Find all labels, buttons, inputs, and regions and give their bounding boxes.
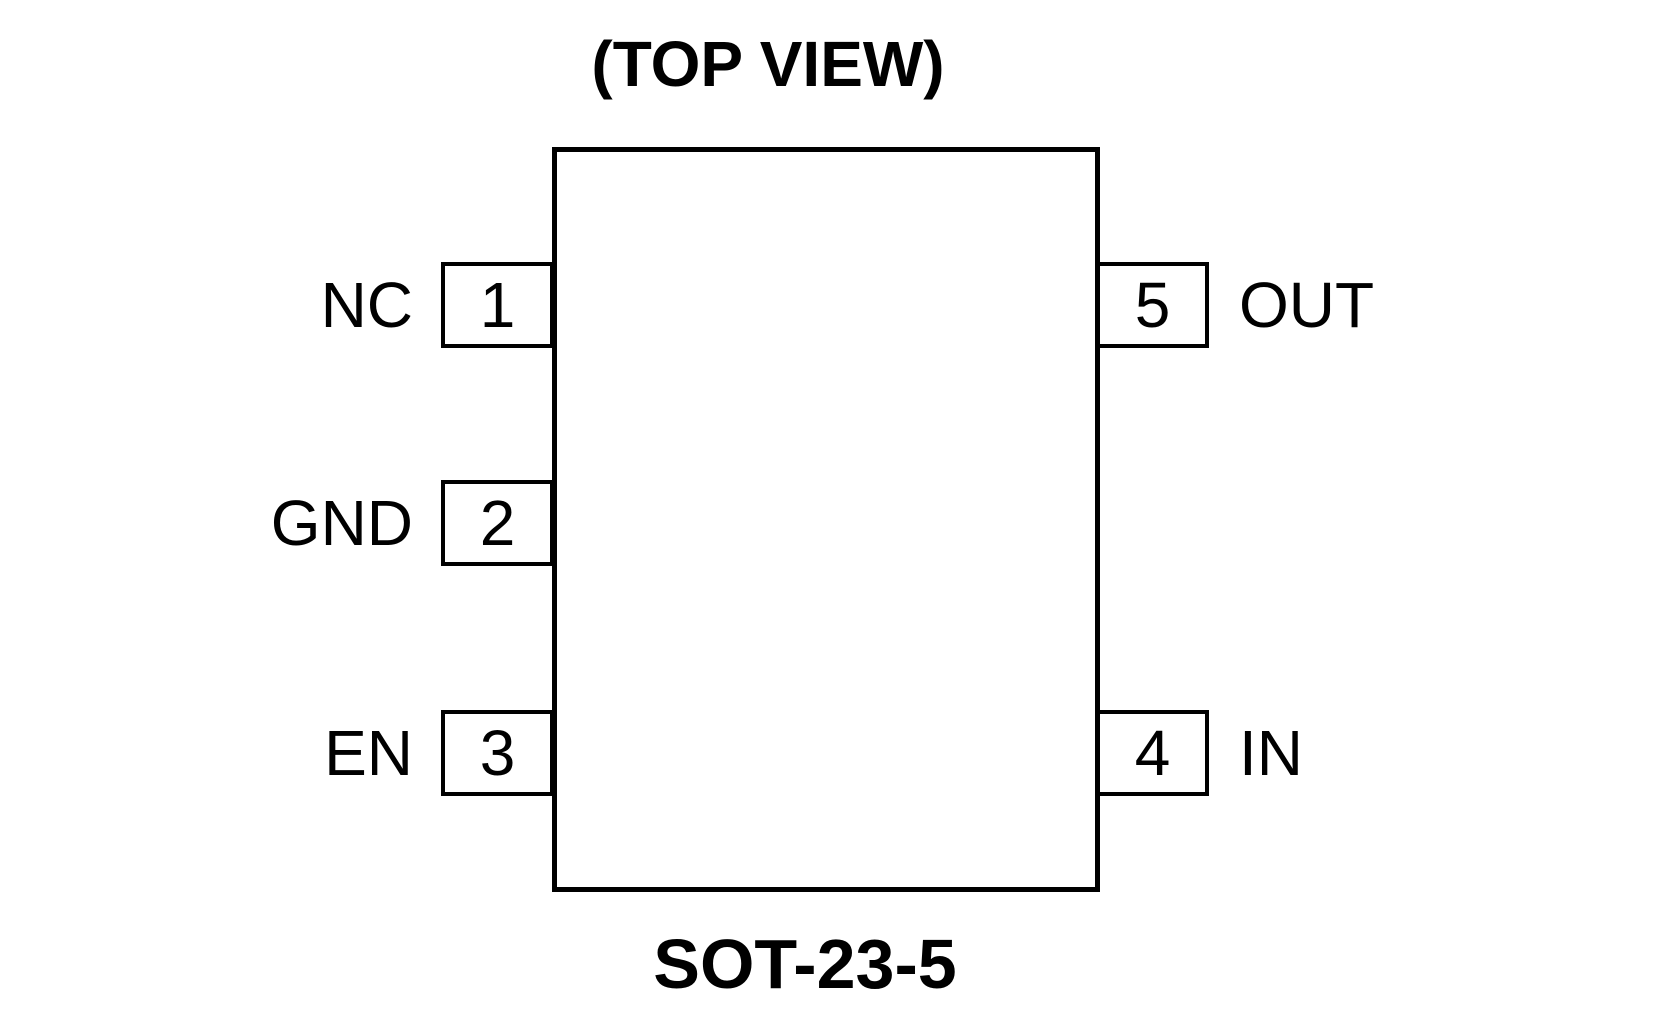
pin-box-4: 4 (1096, 710, 1209, 796)
pin-number-3: 3 (479, 717, 516, 789)
pin-label-in: IN (1239, 717, 1303, 789)
pin-row-2: GND 2 (271, 480, 554, 566)
pin-box-5: 5 (1096, 262, 1209, 348)
pin-box-1: 1 (441, 262, 554, 348)
pin-number-5: 5 (1134, 269, 1171, 341)
pin-row-3: EN 3 (324, 710, 554, 796)
diagram-title: (TOP VIEW) (591, 28, 945, 100)
pin-label-nc: NC (320, 269, 413, 341)
pin-row-5: 5 OUT (1096, 262, 1374, 348)
pin-number-4: 4 (1134, 717, 1171, 789)
pin-box-2: 2 (441, 480, 554, 566)
pin-label-out: OUT (1239, 269, 1375, 341)
ic-body (552, 147, 1100, 892)
package-label: SOT-23-5 (653, 925, 957, 1003)
pin-row-1: NC 1 (321, 262, 554, 348)
pin-label-gnd: GND (270, 487, 413, 559)
pin-row-4: 4 IN (1096, 710, 1303, 796)
pin-number-2: 2 (479, 487, 516, 559)
pin-number-1: 1 (479, 269, 516, 341)
pin-box-3: 3 (441, 710, 554, 796)
pin-label-en: EN (324, 717, 413, 789)
